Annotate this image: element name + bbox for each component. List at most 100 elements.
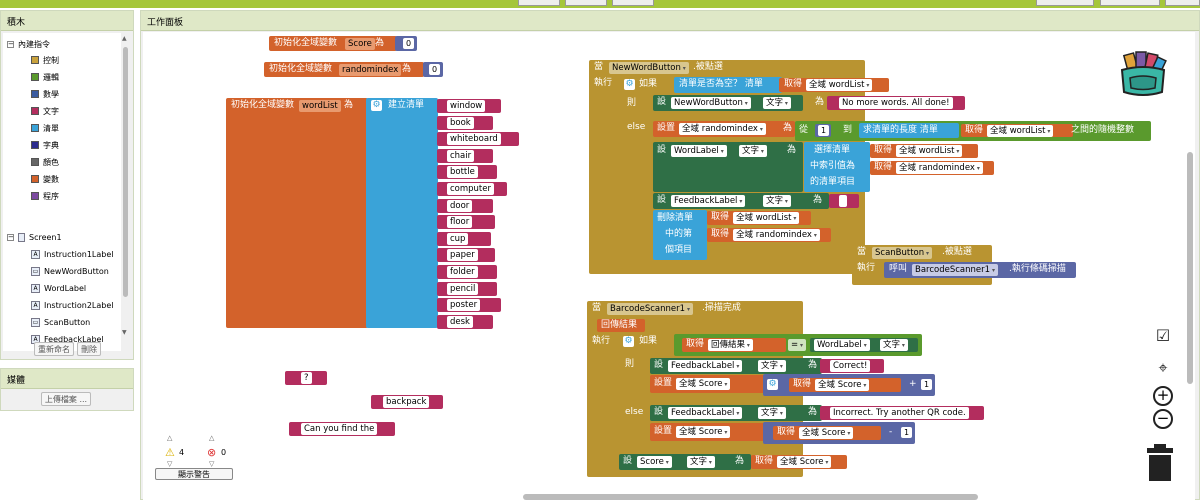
trash-icon[interactable]	[1145, 444, 1175, 482]
list-item-text-block[interactable]: bottle	[437, 165, 497, 180]
get-result-block[interactable]: 取得回傳結果	[682, 338, 786, 352]
text-field[interactable]	[839, 195, 847, 207]
component-dropdown[interactable]: ScanButton	[872, 247, 933, 259]
set-feedback-text-block[interactable]: 設 FeedbackLabel 文字 為	[653, 193, 829, 209]
list-item-text-block[interactable]: book	[437, 115, 493, 130]
number-block[interactable]: 0	[423, 62, 443, 77]
get-score-block[interactable]: 取得全域 Score	[773, 426, 881, 440]
property-dropdown[interactable]: 文字	[758, 360, 786, 372]
rename-button[interactable]: 重新命名	[34, 342, 74, 356]
text-field[interactable]: paper	[447, 249, 478, 262]
is-empty-block[interactable]: 清單是否為空？ 清單	[674, 77, 782, 93]
workspace-vscroll[interactable]	[1187, 152, 1193, 384]
property-dropdown[interactable]: 文字	[763, 97, 791, 109]
top-button-2[interactable]	[565, 0, 607, 6]
text-field[interactable]: Correct!	[830, 360, 871, 372]
text-field[interactable]: cup	[447, 232, 469, 245]
error-up-icon[interactable]: △	[209, 434, 215, 442]
category-1[interactable]: 邏輯	[31, 70, 59, 84]
gear-icon[interactable]: ⚙	[371, 100, 382, 111]
cleanup-icon[interactable]: ☑	[1155, 326, 1171, 345]
zoom-in-icon[interactable]: +	[1153, 386, 1173, 406]
category-6[interactable]: 顏色	[31, 155, 59, 169]
gear-icon[interactable]: ⚙	[623, 336, 634, 347]
property-dropdown[interactable]: 文字	[687, 456, 715, 468]
text-field[interactable]: ?	[301, 372, 312, 384]
component-dropdown[interactable]: NewWordButton	[671, 97, 751, 109]
text-field[interactable]: whiteboard	[447, 133, 501, 146]
collapse-icon[interactable]: −	[7, 232, 14, 241]
var-dropdown[interactable]: 全域 Score	[676, 378, 731, 390]
set-score-minus[interactable]: 設置 全域 Score 為	[650, 423, 790, 441]
number-field[interactable]: 0	[403, 38, 415, 49]
number-field[interactable]: 1	[921, 379, 933, 390]
text-field[interactable]: backpack	[383, 396, 430, 408]
component-dropdown[interactable]: FeedbackLabel	[668, 360, 743, 372]
gear-icon[interactable]: ⚙	[624, 79, 635, 90]
top-button-3[interactable]	[612, 0, 654, 6]
get-wordlist-block[interactable]: 取得全域 wordList	[707, 211, 811, 225]
text-field[interactable]: Incorrect. Try another QR code.	[830, 407, 969, 419]
select-list-item-block[interactable]: 選擇清單 中索引值為 的清單項目	[804, 142, 870, 192]
component-1[interactable]: ▭NewWordButton	[31, 264, 109, 278]
list-item-text-block[interactable]: floor	[437, 215, 495, 230]
text-block-question[interactable]: ?	[285, 371, 327, 385]
number-field[interactable]: 0	[429, 64, 441, 75]
text-block-incorrect[interactable]: Incorrect. Try another QR code.	[820, 406, 984, 420]
list-item-text-block[interactable]: cup	[437, 231, 491, 246]
text-block-backpack[interactable]: backpack	[371, 395, 443, 409]
text-field[interactable]: folder	[447, 266, 478, 278]
text-field[interactable]: floor	[447, 216, 473, 229]
component-dropdown[interactable]: Score	[637, 456, 672, 468]
make-list-block[interactable]: ⚙ 建立清單	[366, 98, 438, 328]
top-button-6[interactable]	[1165, 0, 1200, 6]
list-length-block[interactable]: 求清單的長度 清單	[859, 123, 959, 138]
workspace-hscroll[interactable]	[523, 494, 978, 500]
text-field[interactable]: bottle	[447, 166, 478, 179]
set-feedback-incorrect[interactable]: 設 FeedbackLabel 文字 為	[650, 405, 822, 421]
var-dropdown[interactable]: 全域 Score	[676, 426, 731, 438]
init-score-block[interactable]: 初始化全域變數 Score 為	[269, 36, 397, 51]
var-dropdown[interactable]: 全域 randomindex	[896, 162, 983, 174]
number-block[interactable]: 0	[395, 36, 417, 51]
category-3[interactable]: 文字	[31, 104, 59, 118]
text-field[interactable]: computer	[447, 183, 494, 195]
warning-up-icon[interactable]: △	[167, 434, 173, 442]
list-item-text-block[interactable]: desk	[437, 314, 493, 329]
backpack-icon[interactable]	[1116, 50, 1170, 100]
top-button-1[interactable]	[518, 0, 560, 6]
category-8[interactable]: 程序	[31, 189, 59, 203]
var-name-field[interactable]: Score	[345, 38, 375, 50]
remove-list-item-block[interactable]: 刪除清單 中的第 個項目	[653, 210, 707, 260]
var-dropdown[interactable]: 全域 Score	[815, 379, 870, 391]
var-dropdown[interactable]: 全域 wordList	[806, 79, 873, 91]
var-dropdown[interactable]: 全域 randomindex	[679, 123, 766, 135]
tree-screen1[interactable]: −Screen1	[7, 230, 62, 244]
property-dropdown[interactable]: 文字	[739, 145, 767, 157]
list-item-text-block[interactable]: window	[437, 99, 501, 113]
category-4[interactable]: 清單	[31, 121, 59, 135]
number-field[interactable]: 1	[818, 125, 830, 136]
top-button-5[interactable]	[1100, 0, 1160, 6]
blocks-scrollbar[interactable]	[123, 47, 128, 297]
get-score-block[interactable]: 取得全域 Score	[751, 455, 847, 469]
var-dropdown[interactable]: 全域 wordList	[733, 212, 800, 224]
scroll-down-icon[interactable]: ▼	[122, 329, 127, 336]
var-dropdown[interactable]: 全域 Score	[777, 456, 832, 468]
list-item-text-block[interactable]: paper	[437, 248, 495, 263]
text-field[interactable]: book	[447, 116, 474, 129]
tree-builtin[interactable]: −內建指令	[7, 37, 50, 51]
var-name-field[interactable]: wordList	[299, 100, 341, 112]
var-dropdown[interactable]: 全域 wordList	[896, 145, 963, 157]
get-wordlist-block[interactable]: 取得全域 wordList	[779, 78, 889, 92]
show-warnings-button[interactable]: 顯示警告	[155, 468, 233, 480]
init-wordlist-block[interactable]: 初始化全域變數 wordList 為	[226, 98, 368, 328]
component-dropdown[interactable]: FeedbackLabel	[671, 195, 746, 207]
if-else-block[interactable]: ⚙ 如果 則 else	[619, 334, 779, 466]
var-dropdown[interactable]: 全域 wordList	[987, 125, 1054, 137]
category-0[interactable]: 控制	[31, 53, 59, 67]
